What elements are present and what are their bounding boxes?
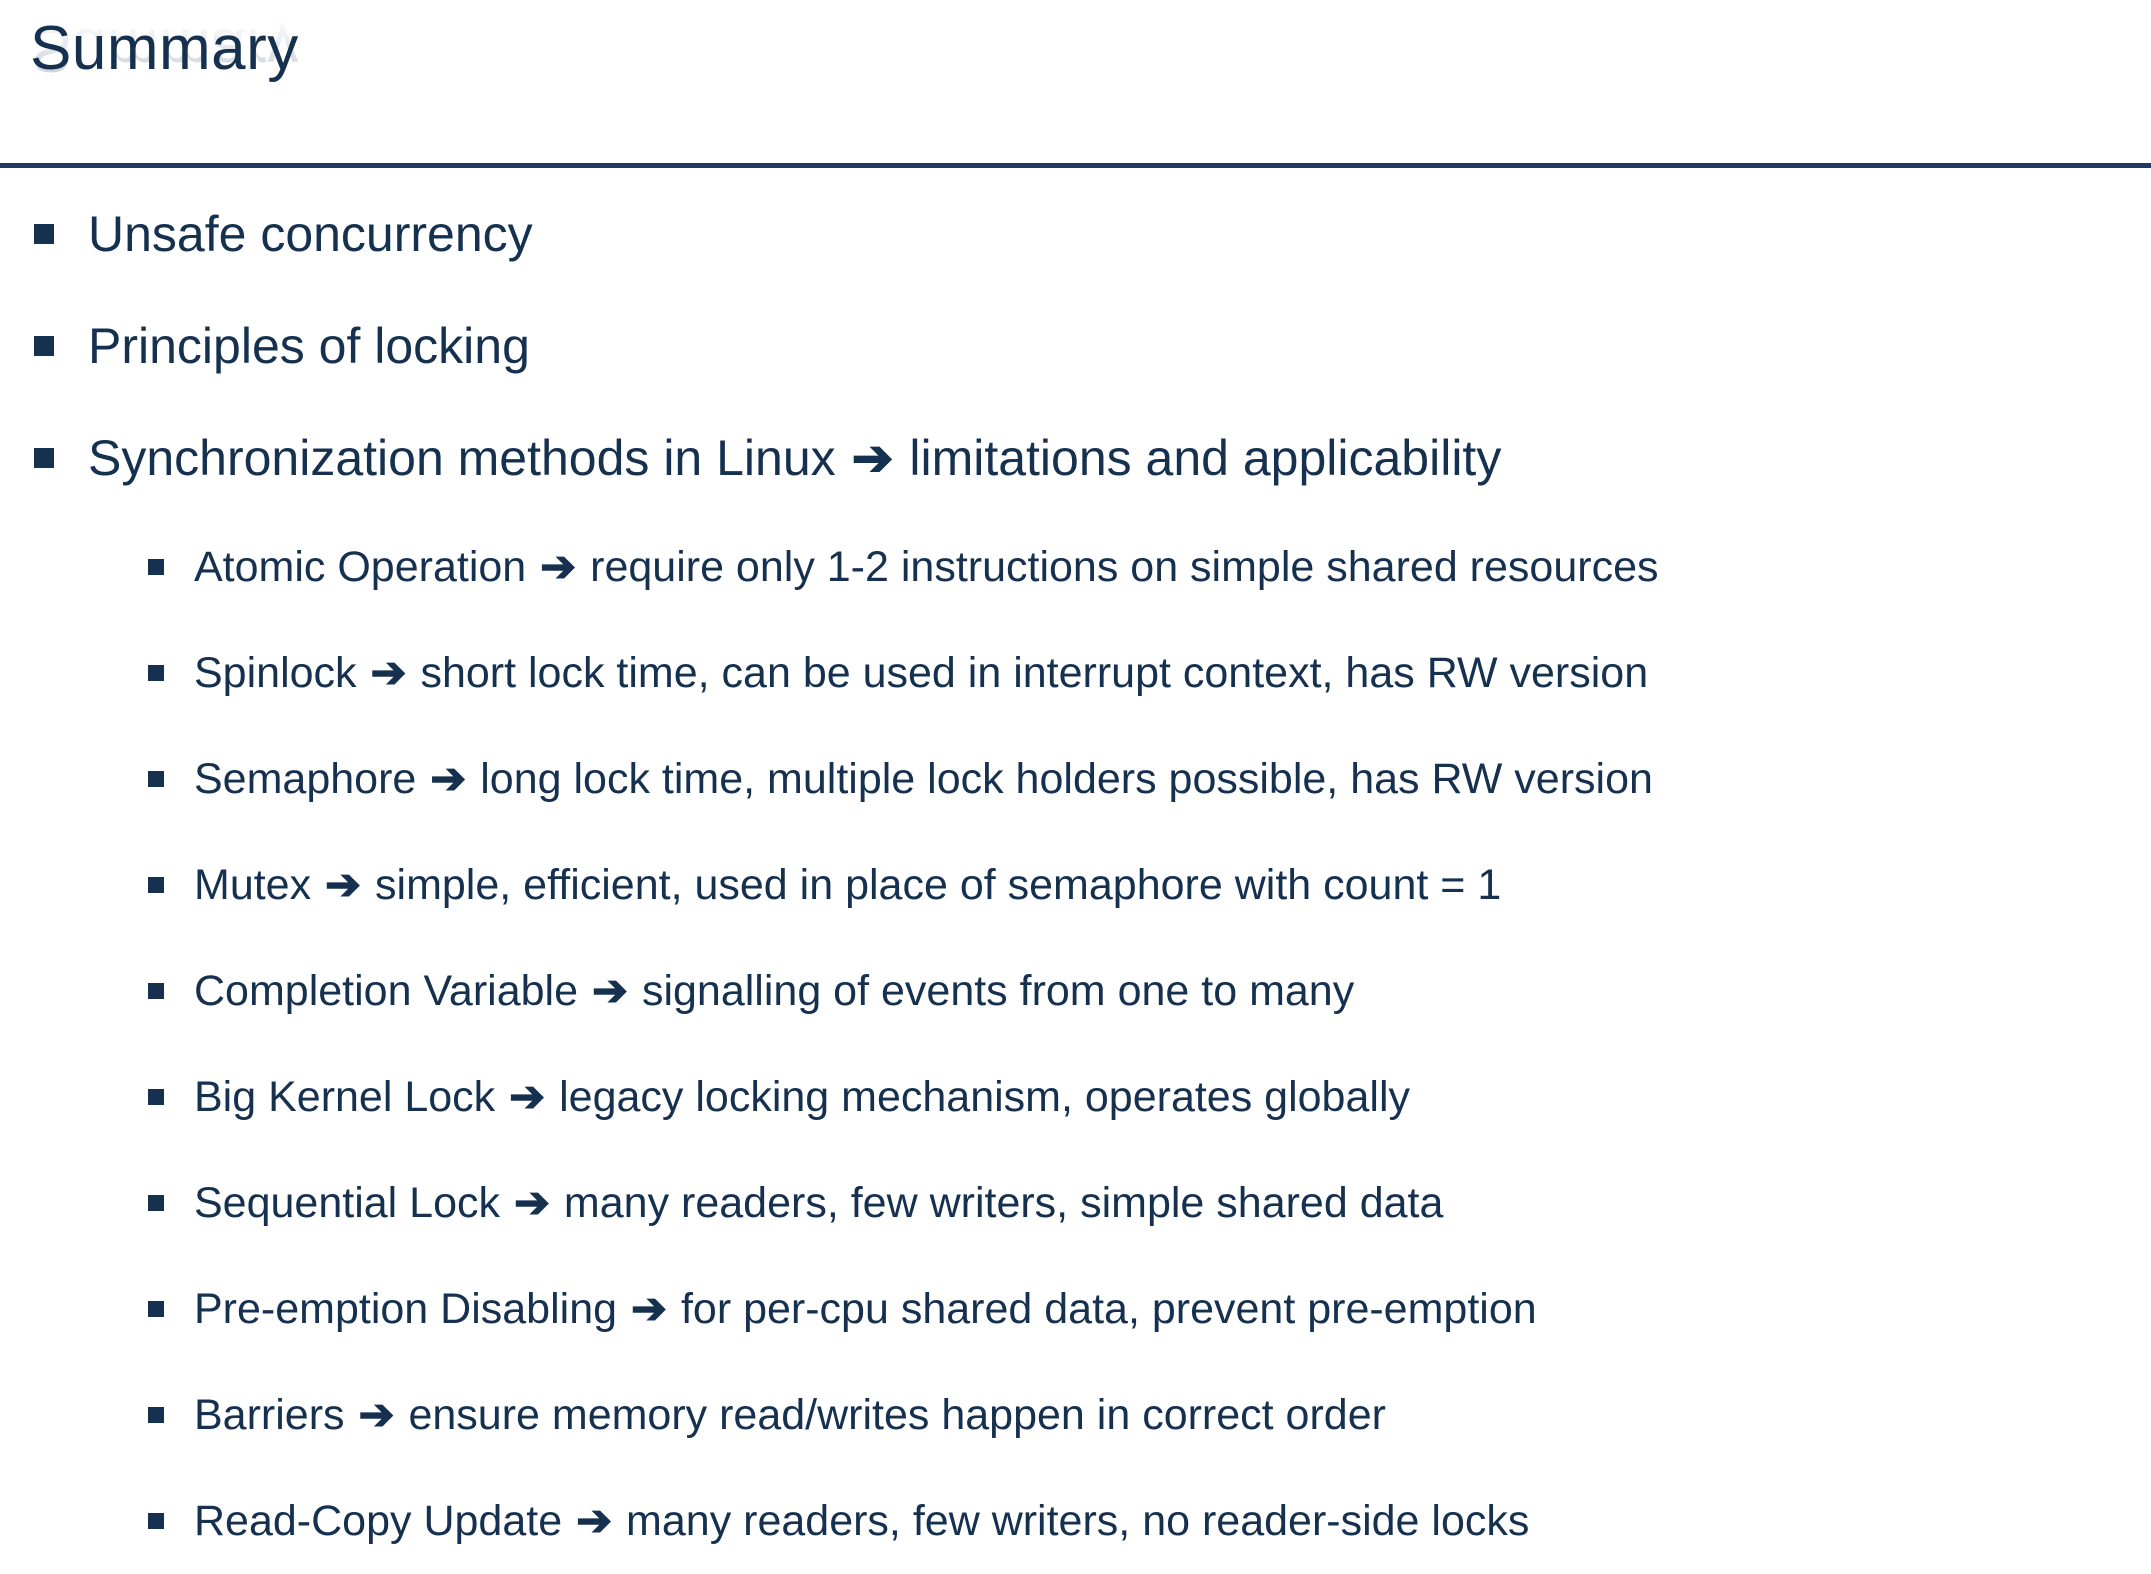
- arrow-icon: ➔: [591, 966, 628, 1015]
- square-bullet-icon: [148, 1195, 170, 1211]
- bullet-item: Pre-emption Disabling ➔ for per-cpu shar…: [0, 1256, 2151, 1362]
- page-title: Summary: [30, 14, 299, 83]
- square-bullet-icon: [148, 1513, 170, 1529]
- bullet-item: Big Kernel Lock ➔ legacy locking mechani…: [0, 1044, 2151, 1150]
- bullet-label: Big Kernel Lock ➔ legacy locking mechani…: [194, 1072, 1410, 1121]
- bullet-label: Principles of locking: [88, 318, 530, 374]
- bullet-item: Completion Variable ➔ signalling of even…: [0, 938, 2151, 1044]
- title-block: Summary Summary: [30, 14, 2120, 158]
- arrow-icon: ➔: [630, 1284, 668, 1333]
- square-bullet-icon: [34, 336, 62, 356]
- bullet-label: Mutex ➔ simple, efficient, used in place…: [194, 860, 1502, 909]
- bullet-label: Atomic Operation ➔ require only 1-2 inst…: [194, 542, 1659, 591]
- arrow-icon: ➔: [851, 430, 894, 486]
- bullet-item: Sequential Lock ➔ many readers, few writ…: [0, 1150, 2151, 1256]
- arrow-icon: ➔: [509, 1072, 546, 1121]
- bullet-label: Completion Variable ➔ signalling of even…: [194, 966, 1355, 1015]
- arrow-icon: ➔: [370, 648, 407, 697]
- square-bullet-icon: [148, 1407, 170, 1423]
- square-bullet-icon: [148, 1301, 170, 1317]
- square-bullet-icon: [148, 771, 170, 787]
- bullet-item: Barriers ➔ ensure memory read/writes hap…: [0, 1362, 2151, 1468]
- square-bullet-icon: [148, 665, 170, 681]
- square-bullet-icon: [148, 877, 170, 893]
- bullet-item: Mutex ➔ simple, efficient, used in place…: [0, 832, 2151, 938]
- bullet-label: Barriers ➔ ensure memory read/writes hap…: [194, 1390, 1386, 1439]
- bullet-item: Semaphore ➔ long lock time, multiple loc…: [0, 726, 2151, 832]
- arrow-icon: ➔: [325, 860, 362, 909]
- square-bullet-icon: [148, 559, 170, 575]
- arrow-icon: ➔: [576, 1496, 613, 1545]
- bullet-item: Unsafe concurrency: [0, 178, 2151, 290]
- bullet-item: Atomic Operation ➔ require only 1-2 inst…: [0, 514, 2151, 620]
- bullet-item: Spinlock ➔ short lock time, can be used …: [0, 620, 2151, 726]
- title-divider: [0, 163, 2151, 168]
- bullet-item: Read-Copy Update ➔ many readers, few wri…: [0, 1468, 2151, 1574]
- arrow-icon: ➔: [513, 1178, 550, 1227]
- bullet-item: Principles of locking: [0, 290, 2151, 402]
- square-bullet-icon: [148, 983, 170, 999]
- bullet-label: Sequential Lock ➔ many readers, few writ…: [194, 1178, 1444, 1227]
- bullet-item: Synchronization methods in Linux ➔ limit…: [0, 402, 2151, 514]
- bullet-label: Semaphore ➔ long lock time, multiple loc…: [194, 754, 1653, 803]
- bullet-label: Synchronization methods in Linux ➔ limit…: [88, 430, 1502, 486]
- arrow-icon: ➔: [540, 542, 577, 591]
- bullet-label: Unsafe concurrency: [88, 206, 533, 262]
- bullet-label: Spinlock ➔ short lock time, can be used …: [194, 648, 1649, 697]
- bullet-label: Read-Copy Update ➔ many readers, few wri…: [194, 1496, 1530, 1545]
- square-bullet-icon: [34, 448, 62, 468]
- arrow-icon: ➔: [430, 754, 467, 803]
- bullet-label: Pre-emption Disabling ➔ for per-cpu shar…: [194, 1284, 1537, 1333]
- arrow-icon: ➔: [358, 1390, 395, 1439]
- square-bullet-icon: [148, 1089, 170, 1105]
- square-bullet-icon: [34, 224, 62, 244]
